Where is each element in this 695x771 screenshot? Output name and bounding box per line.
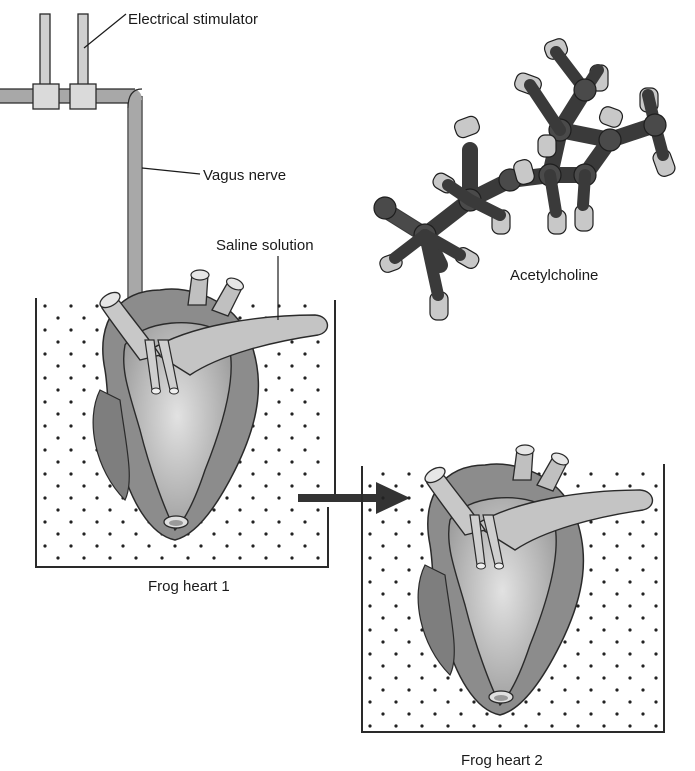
label-vagus-nerve: Vagus nerve [203, 167, 286, 184]
label-saline-solution: Saline solution [216, 237, 314, 254]
label-frog-heart-1: Frog heart 1 [148, 578, 230, 595]
label-acetylcholine: Acetylcholine [510, 267, 598, 284]
label-frog-heart-2: Frog heart 2 [461, 752, 543, 769]
label-electrical-stimulator: Electrical stimulator [128, 11, 258, 28]
electrical-stimulator [0, 14, 135, 109]
